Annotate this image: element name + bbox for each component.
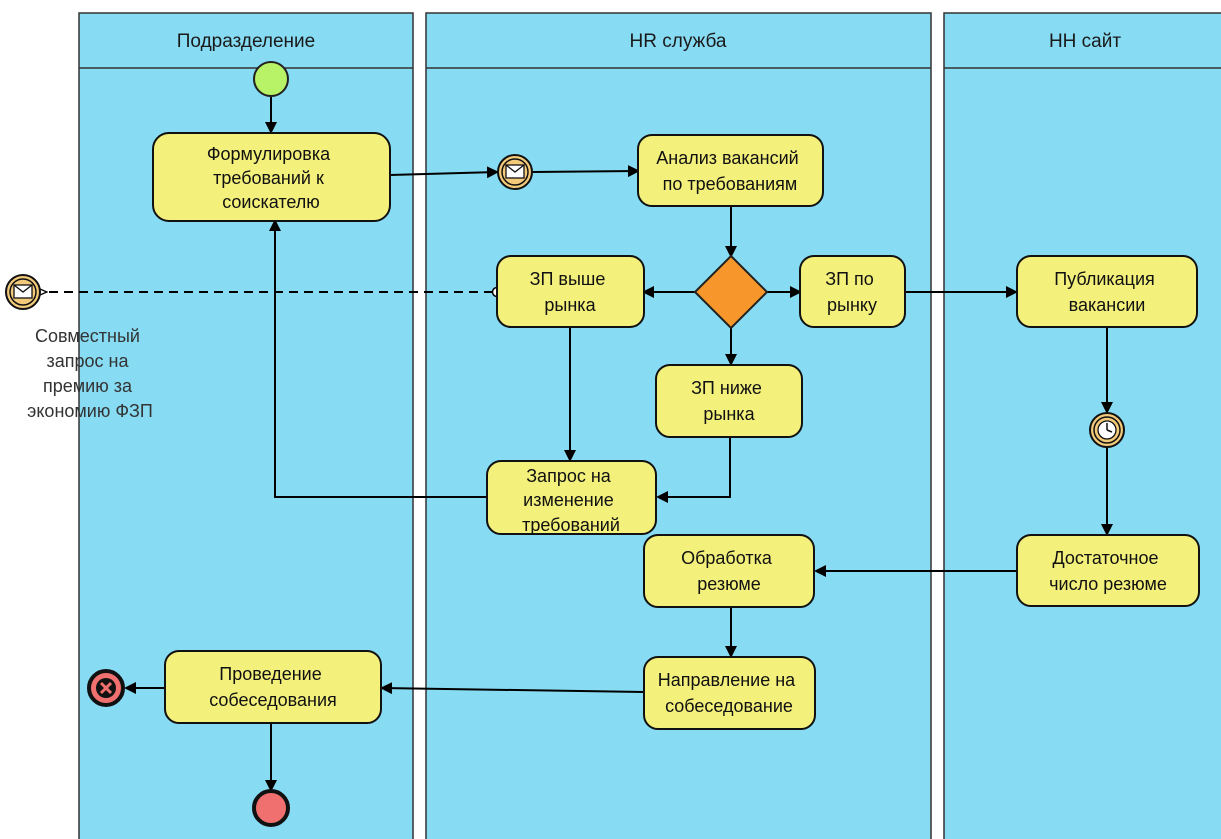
- svg-text:Формулировка требований: Формулировка требований к соискателю: [207, 144, 335, 212]
- svg-text:Анализ вакансий по требо: Анализ вакансий по требованиям: [656, 148, 804, 194]
- svg-text:Публикация вакансии: Публикация вакансии: [1054, 269, 1160, 315]
- error-end-event[interactable]: [87, 669, 125, 707]
- flow-message-to-analysis: [532, 165, 640, 178]
- connectors: [47, 97, 1113, 792]
- svg-text:ЗП по рынку: ЗП по рынку: [825, 269, 879, 315]
- svg-text:Достаточное число резюме: Достаточное число резюме: [1049, 548, 1167, 594]
- svg-text:ЗП ниже рынка: ЗП ниже рынка: [691, 378, 767, 424]
- task-at-market[interactable]: ЗП по рынку: [799, 255, 906, 328]
- flow-send-to-interview: [380, 682, 645, 695]
- task-publish[interactable]: Публикация вакансии: [1016, 255, 1198, 328]
- envelope-icon: [13, 284, 33, 299]
- lane-hh: HH сайт: [943, 12, 1221, 839]
- task-below-market[interactable]: ЗП ниже рынка: [655, 364, 803, 438]
- start-event[interactable]: [253, 61, 289, 97]
- flow-below-to-change-request: [656, 437, 731, 503]
- annotation-joint-request: Совместный запрос на премию за экономию …: [27, 326, 153, 421]
- timer-event[interactable]: [1089, 412, 1125, 448]
- task-process-resumes[interactable]: Обработка резюме: [643, 534, 815, 608]
- task-enough-resumes[interactable]: Достаточное число резюме: [1016, 534, 1200, 607]
- task-analysis[interactable]: Анализ вакансий по требованиям: [637, 134, 824, 207]
- x-icon: [96, 678, 116, 698]
- task-formulate[interactable]: Формулировка требований к соискателю: [152, 132, 391, 222]
- task-change-request[interactable]: Запрос на изменение требований: [486, 460, 657, 535]
- svg-text:Запрос на изменение: Запрос на изменение требований: [522, 466, 620, 535]
- lane-title-hh: HH сайт: [1049, 31, 1121, 52]
- svg-text:Направление на собеседов: Направление на собеседование: [658, 670, 800, 716]
- flow-formulate-to-message: [389, 166, 499, 179]
- envelope-icon: [505, 164, 525, 179]
- lane-title-division: Подразделение: [177, 31, 315, 52]
- lane-title-hr: HR служба: [630, 31, 727, 52]
- task-above-market[interactable]: ЗП выше рынка: [496, 255, 645, 328]
- clock-icon: [1097, 420, 1117, 440]
- task-send-to-interview[interactable]: Направление на собеседование: [643, 656, 816, 730]
- message-event-intermediate[interactable]: [497, 154, 533, 190]
- svg-text:Обработка резюме: Обработка резюме: [681, 548, 777, 594]
- exclusive-gateway[interactable]: [693, 254, 769, 330]
- end-event[interactable]: [252, 789, 290, 827]
- svg-text:Проведение собеседования: Проведение собеседования: [209, 664, 337, 710]
- flow-change-request-to-formulate: [269, 219, 487, 498]
- message-event-throw[interactable]: [5, 274, 41, 310]
- task-interview[interactable]: Проведение собеседования: [164, 650, 382, 724]
- svg-text:ЗП выше рынка: ЗП выше рынка: [530, 269, 611, 315]
